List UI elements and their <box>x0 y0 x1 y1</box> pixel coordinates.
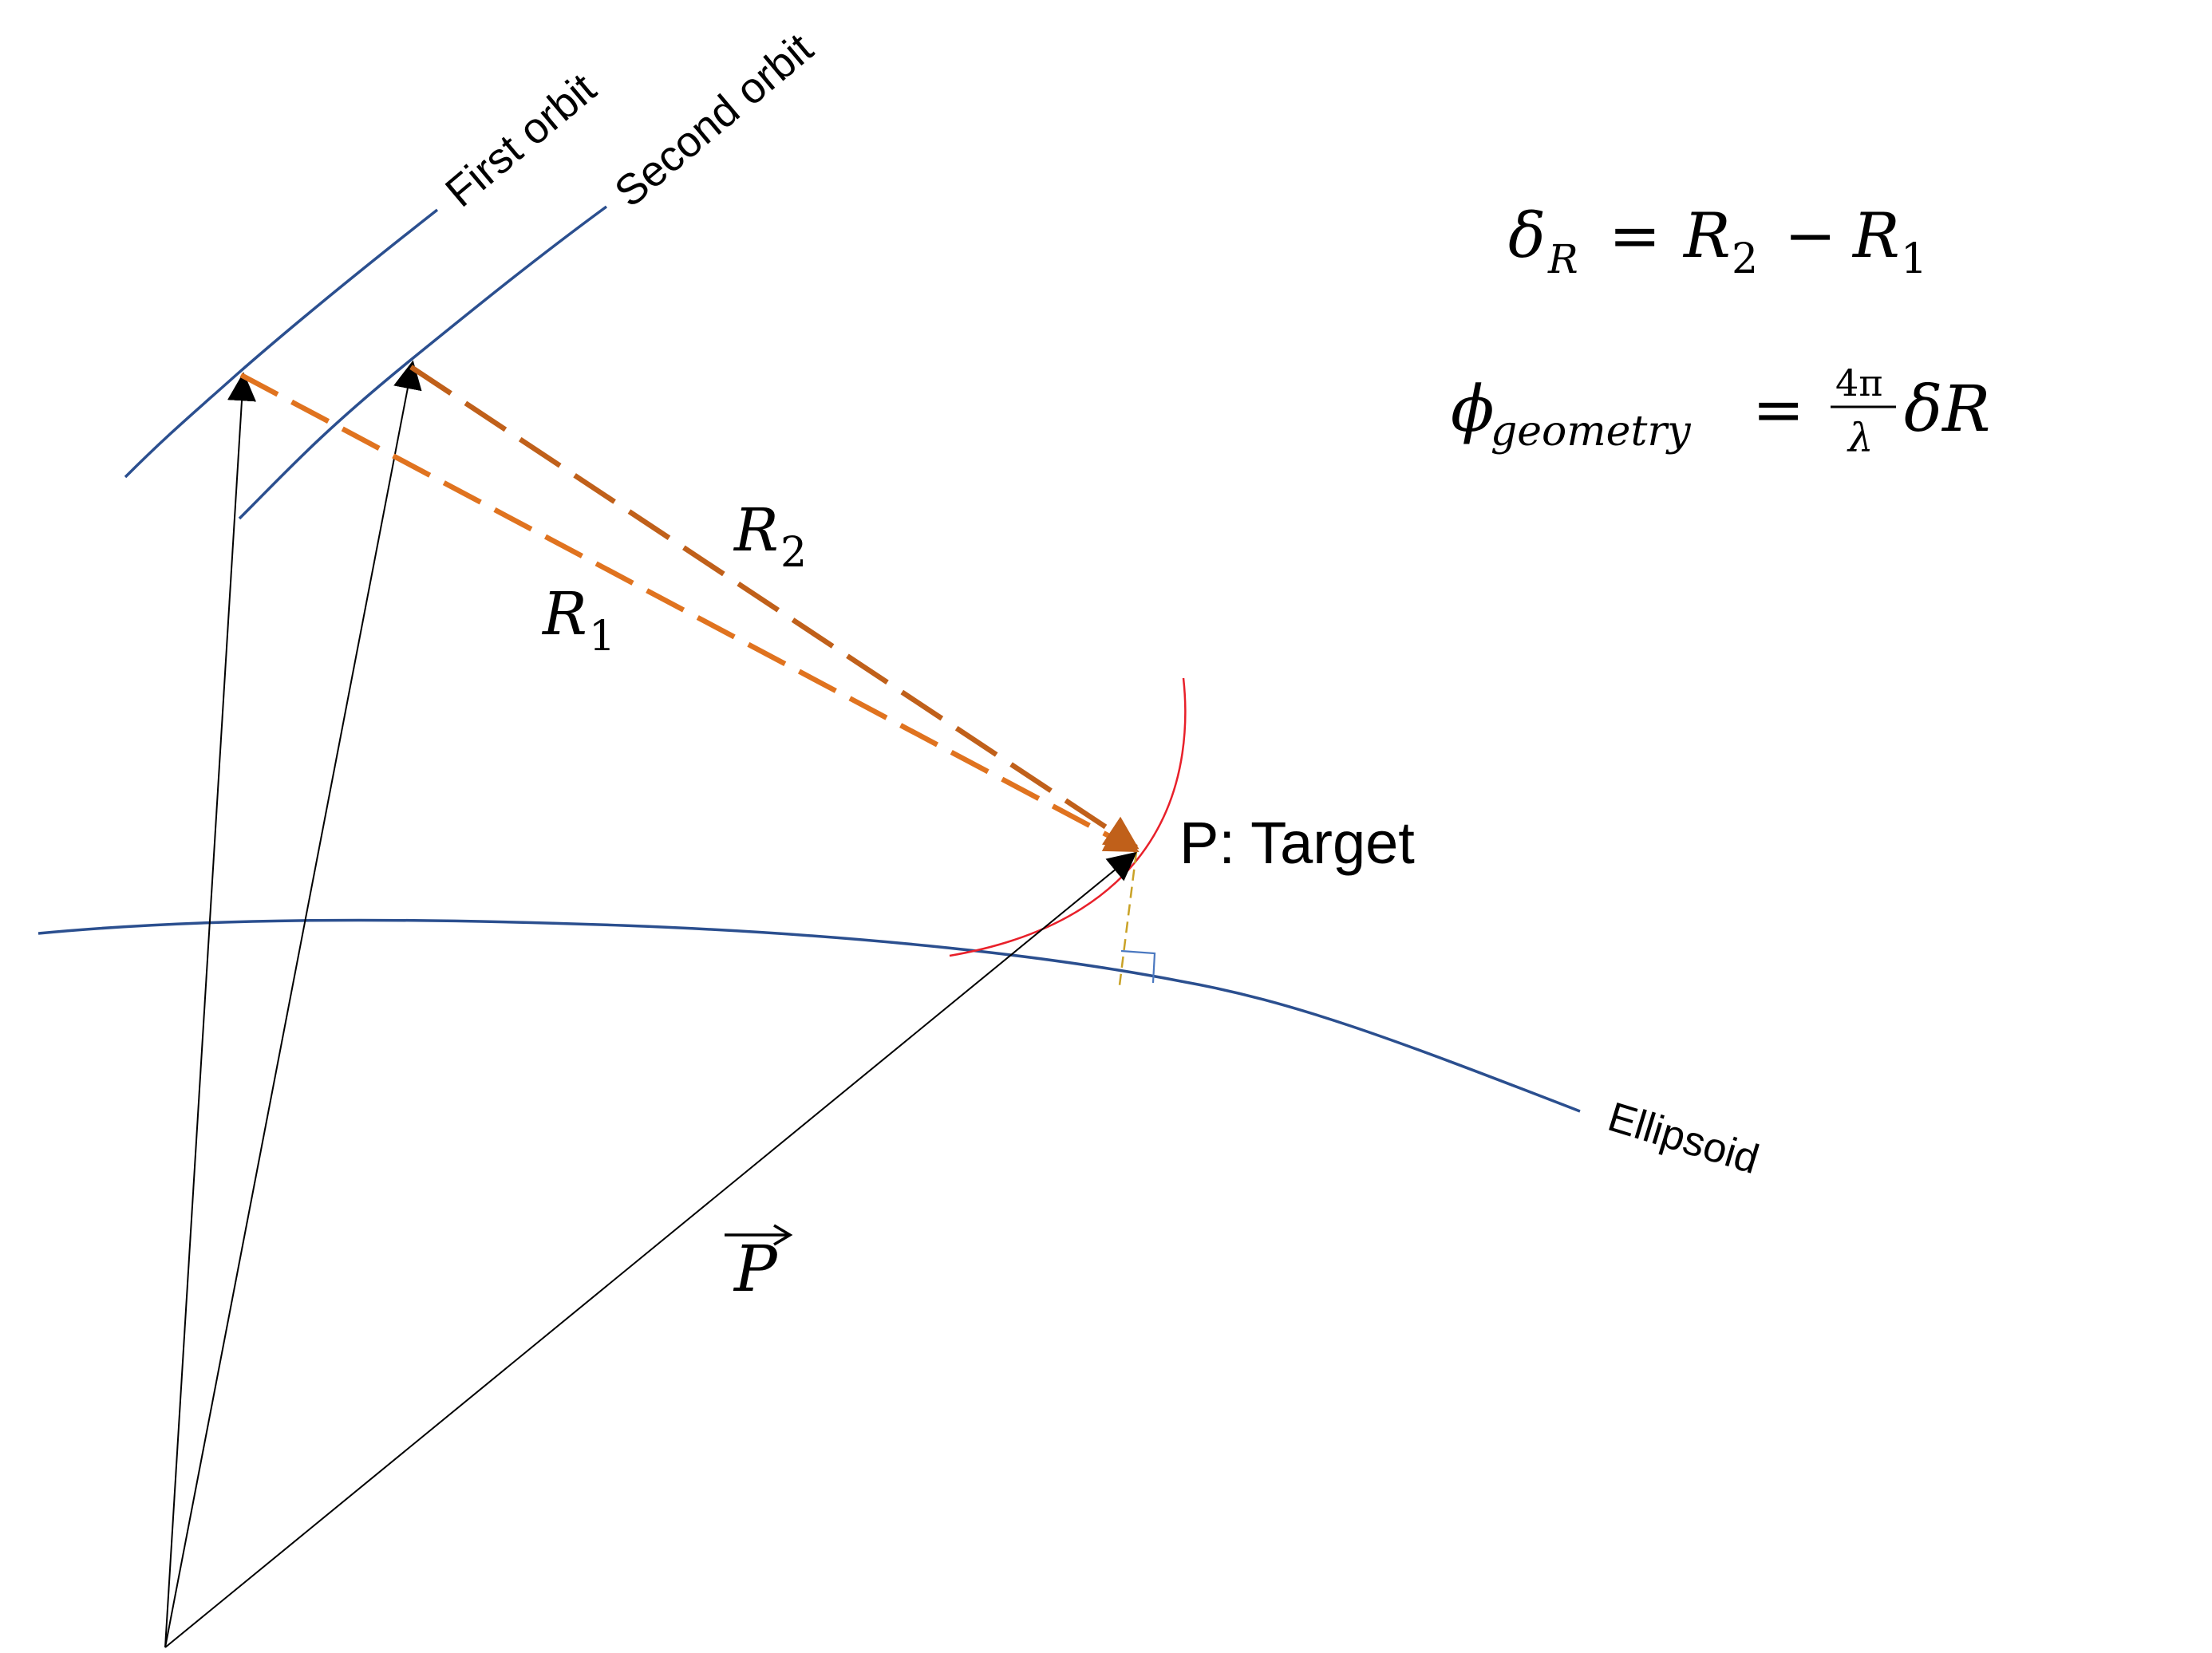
delta-r-equation: δ R = R 2 − R 1 <box>1508 200 1927 283</box>
range-r2-line <box>409 365 1140 850</box>
phi-subscript: geometry <box>1491 408 1691 456</box>
target-vector-label: P <box>725 1224 793 1306</box>
phi-frac-numerator: 4π <box>1835 361 1883 404</box>
orbit1-position-vector <box>164 372 256 1648</box>
range-r2-label: R 2 <box>733 496 807 577</box>
p-arrow-head <box>773 1224 793 1246</box>
first-orbit-label: First orbit <box>436 65 605 217</box>
phi-rhs: δR <box>1904 372 1990 446</box>
phi-geometry-equation: ϕ geometry = 4π λ δR <box>1451 361 1990 461</box>
phi-equals: = <box>1752 374 1804 446</box>
r2-subscript: 2 <box>780 529 807 577</box>
ellipsoid-curve <box>38 918 1581 1113</box>
delta-rhs-r2: R <box>1682 200 1731 272</box>
range-r1-label: R 1 <box>541 580 615 661</box>
ellipsoid-label: Ellipsoid <box>1602 1094 1764 1183</box>
r1-subscript: 1 <box>589 613 615 661</box>
r1-symbol: R <box>541 580 587 649</box>
target-perpendicular <box>1118 851 1138 986</box>
p-symbol: P <box>733 1232 778 1306</box>
second-orbit-label: Second orbit <box>606 24 822 216</box>
orbit2-position-vector <box>164 360 422 1648</box>
target-position-vector <box>164 851 1137 1648</box>
delta-minus: − <box>1784 200 1836 272</box>
right-angle-mark <box>1120 949 1156 984</box>
phi-frac-denominator: λ <box>1847 415 1874 461</box>
delta-subscript: R <box>1547 236 1578 282</box>
range-arc <box>949 677 1187 957</box>
delta-rhs-r2-sub: 2 <box>1732 235 1758 283</box>
range-r1-line <box>239 373 1140 853</box>
delta-equals: = <box>1609 200 1661 272</box>
first-orbit-line <box>124 208 439 479</box>
delta-rhs-r1-sub: 1 <box>1901 235 1927 283</box>
delta-symbol: δ <box>1508 200 1546 272</box>
target-label: P: Target <box>1179 810 1415 876</box>
r2-symbol: R <box>733 496 779 565</box>
phi-symbol: ϕ <box>1451 372 1495 446</box>
delta-rhs-r1: R <box>1851 200 1900 272</box>
